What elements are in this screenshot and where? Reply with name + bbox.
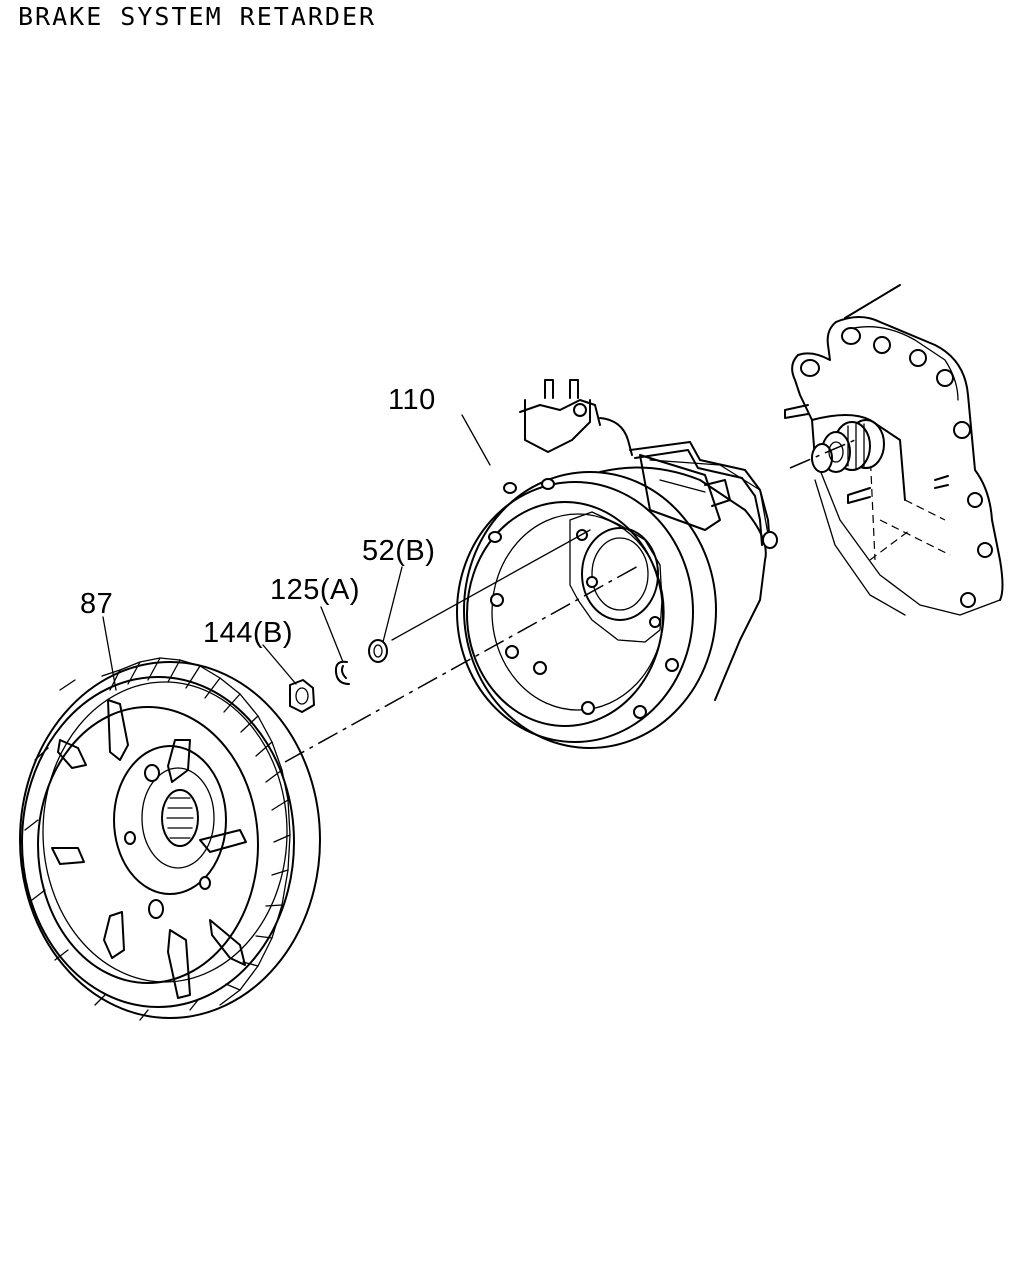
callout-110[interactable]: 110 (388, 384, 436, 416)
leader-line-110 (461, 414, 491, 466)
retarder-rotor (19, 657, 321, 1021)
retarder-housing (456, 379, 778, 749)
o-ring-52b (368, 639, 388, 663)
snap-ring-125a (334, 660, 350, 685)
axis-centerline (284, 564, 641, 763)
nut-144b (289, 679, 315, 713)
callout-144b[interactable]: 144(B) (203, 617, 294, 649)
leader-line-52b (391, 529, 591, 641)
transmission-housing (784, 284, 1004, 616)
callout-87[interactable]: 87 (80, 588, 114, 620)
callout-52b[interactable]: 52(B) (362, 535, 436, 567)
diagram-title: BRAKE SYSTEM RETARDER (18, 2, 377, 31)
callout-125a[interactable]: 125(A) (270, 574, 361, 606)
